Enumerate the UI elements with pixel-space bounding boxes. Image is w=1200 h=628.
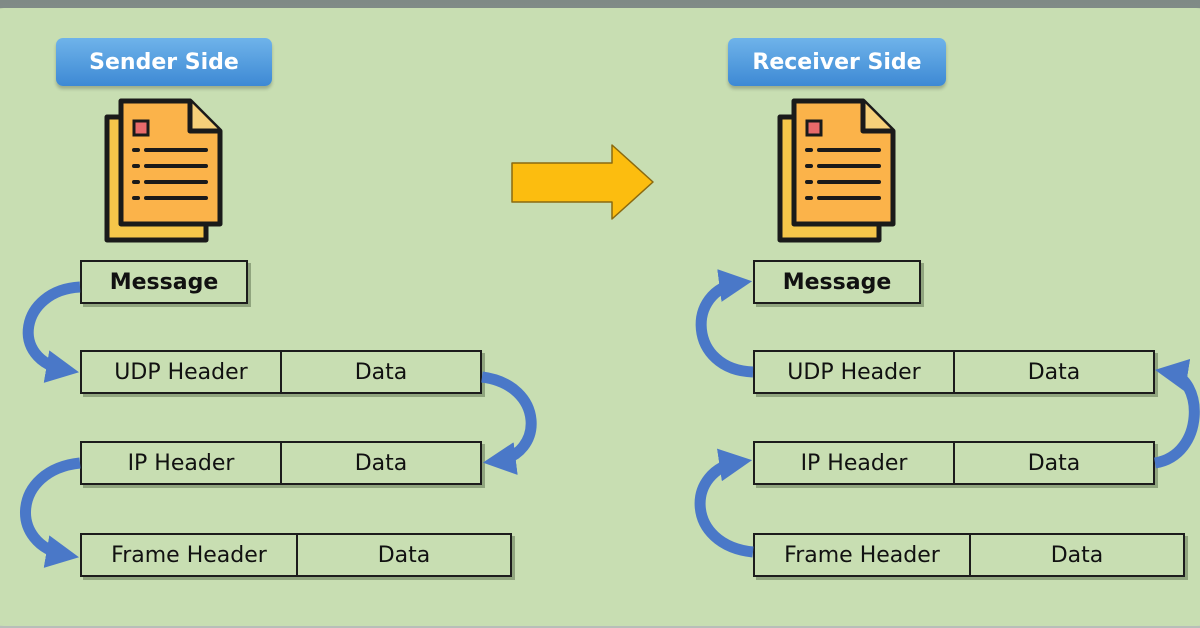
receiver-message-label: Message [782, 269, 892, 295]
receiver-udp-header-cell: UDP Header [755, 352, 955, 392]
sender-ip-row: IP Header Data [80, 441, 482, 485]
receiver-ip-data-cell: Data [1027, 450, 1081, 476]
receiver-ip-header-cell: IP Header [755, 443, 955, 483]
sender-message-label: Message [109, 269, 219, 295]
receiver-udp-data-cell: Data [1027, 359, 1081, 385]
receiver-side-title: Receiver Side [728, 38, 946, 86]
sender-frame-header-cell: Frame Header [82, 535, 298, 575]
receiver-frame-data-cell: Data [1050, 542, 1104, 568]
sender-udp-header-cell: UDP Header [82, 352, 282, 392]
sender-message-box: Message [80, 260, 248, 304]
sender-side-title: Sender Side [56, 38, 272, 86]
receiver-ip-row: IP Header Data [753, 441, 1155, 485]
sender-ip-data-cell: Data [354, 450, 408, 476]
sender-udp-row: UDP Header Data [80, 350, 482, 394]
sender-frame-row: Frame Header Data [80, 533, 512, 577]
receiver-frame-header-cell: Frame Header [755, 535, 971, 575]
sender-udp-data-cell: Data [354, 359, 408, 385]
receiver-frame-row: Frame Header Data [753, 533, 1185, 577]
receiver-udp-row: UDP Header Data [753, 350, 1155, 394]
receiver-message-box: Message [753, 260, 921, 304]
sender-frame-data-cell: Data [377, 542, 431, 568]
sender-ip-header-cell: IP Header [82, 443, 282, 483]
